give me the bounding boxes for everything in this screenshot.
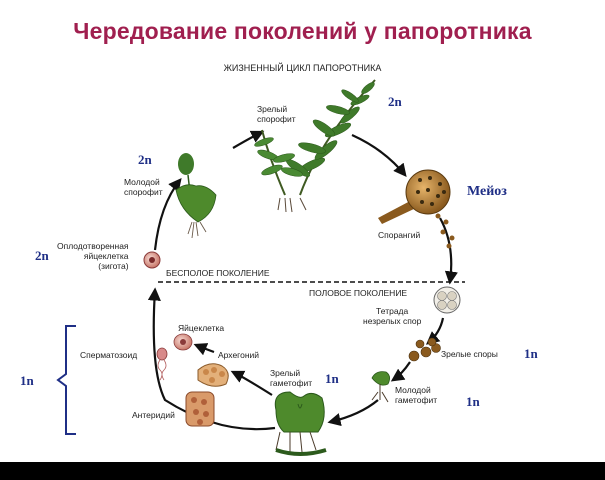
antheridium-drawing: [185, 391, 215, 427]
label-asexual-phase: БЕСПОЛОЕ ПОКОЛЕНИЕ: [166, 268, 270, 278]
label-mature-spores: Зрелые споры: [441, 349, 498, 359]
label-sporangium: Спорангий: [378, 230, 421, 240]
diagram-subtitle: ЖИЗНЕННЫЙ ЦИКЛ ПАПОРОТНИКА: [223, 63, 382, 73]
gametophyte-bracket: [56, 325, 76, 435]
arrow-zygote-to-young: [153, 177, 182, 251]
label-young-gametophyte: Молодой гаметофит: [395, 385, 438, 405]
mature-spores-drawing: [408, 337, 441, 362]
mature-sporophyte-fern: [254, 79, 376, 213]
mature-gametophyte-drawing: [274, 391, 327, 456]
young-sporophyte-plant: [175, 153, 217, 239]
zygote-drawing: [143, 251, 161, 269]
arrow-gametophyte-to-zygote: [147, 287, 276, 431]
label-meiosis: Мейоз: [467, 184, 507, 199]
ploidy-mature-spores: 1n: [524, 346, 538, 361]
panel-background: [0, 0, 605, 462]
sperm-drawing: [156, 347, 168, 381]
label-antheridium: Антеридий: [132, 410, 175, 420]
young-gametophyte-drawing: [371, 371, 390, 403]
sporangium-drawing: [378, 169, 455, 249]
diagram-title: Чередование поколений у папоротника: [73, 18, 532, 44]
label-sexual-phase: ПОЛОВОЕ ПОКОЛЕНИЕ: [309, 288, 408, 298]
archegonium-drawing: [197, 363, 229, 387]
label-mature-gametophyte: Зрелый гаметофит: [270, 368, 313, 388]
arrow-mature-to-sporangium: [351, 133, 407, 178]
label-archegonium: Архегоний: [218, 350, 260, 360]
label-zygote: Оплодотворенная яйцеклетка (зигота): [57, 241, 129, 271]
ploidy-young-sporophyte: 2n: [138, 152, 152, 167]
ploidy-mature-gametophyte: 1n: [325, 371, 339, 386]
ploidy-mature-sporophyte: 2n: [388, 94, 402, 109]
arrow-young-to-mature: [232, 130, 265, 149]
label-egg: Яйцеклетка: [178, 323, 225, 333]
label-mature-sporophyte: Зрелый спорофит: [257, 104, 296, 124]
ploidy-gametophyte-group: 1n: [20, 373, 34, 388]
arrow-gametophyte-to-archegonium: [230, 370, 273, 396]
egg-drawing: [173, 333, 193, 351]
label-sperm: Сперматозоид: [80, 350, 138, 360]
ploidy-young-gametophyte: 1n: [466, 394, 480, 409]
tetrad-drawing: [433, 286, 461, 314]
ploidy-zygote: 2n: [35, 248, 49, 263]
label-young-sporophyte: Молодой спорофит: [124, 177, 163, 197]
arrow-spores-to-young-gametophyte: [390, 361, 411, 382]
arrow-archegonium-to-egg: [193, 343, 215, 356]
arrow-young-to-mature-gametophyte: [327, 399, 379, 427]
label-tetrad: Тетрада незрелых спор: [363, 306, 422, 326]
